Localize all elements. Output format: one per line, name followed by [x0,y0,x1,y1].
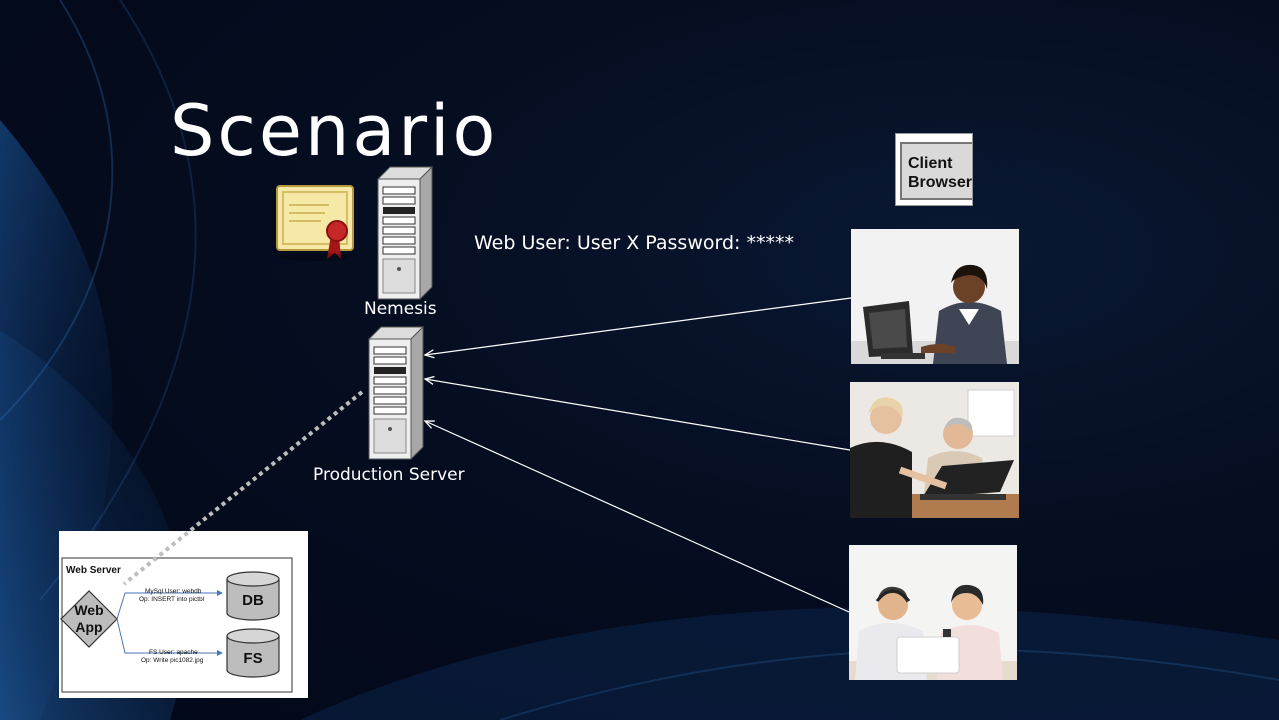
slide-title: Scenario [170,90,499,172]
production-server-label: Production Server [313,465,465,485]
fs-note-line1: FS User: apache [149,649,198,656]
user-photo-seniors-with-laptop [850,382,1019,518]
web-app-label-line2: App [75,619,102,635]
user-photo-couple-video-call [849,545,1017,680]
fs-note-line2: Op: Write pic1082.jpg [141,657,204,664]
nemesis-server-icon [376,165,434,300]
db-note-line1: MySql User: webdb [145,588,202,595]
fs-cylinder-icon [226,628,280,678]
db-note-line2: Op: INSERT into pictbl [139,596,205,603]
web-app-diamond [60,590,118,648]
user-photo-woman-at-computer [851,229,1019,364]
nemesis-label: Nemesis [364,299,437,319]
certificate-icon [276,185,354,261]
credentials-text: Web User: User X Password: ***** [474,232,794,254]
production-server-icon [367,325,425,460]
db-label: DB [242,592,264,609]
web-server-title: Web Server [66,565,121,576]
web-app-label-line1: Web [74,602,103,618]
fs-label: FS [243,650,262,667]
web-server-diagram: Web Server Web App MySql User: webdb Op:… [59,531,308,698]
